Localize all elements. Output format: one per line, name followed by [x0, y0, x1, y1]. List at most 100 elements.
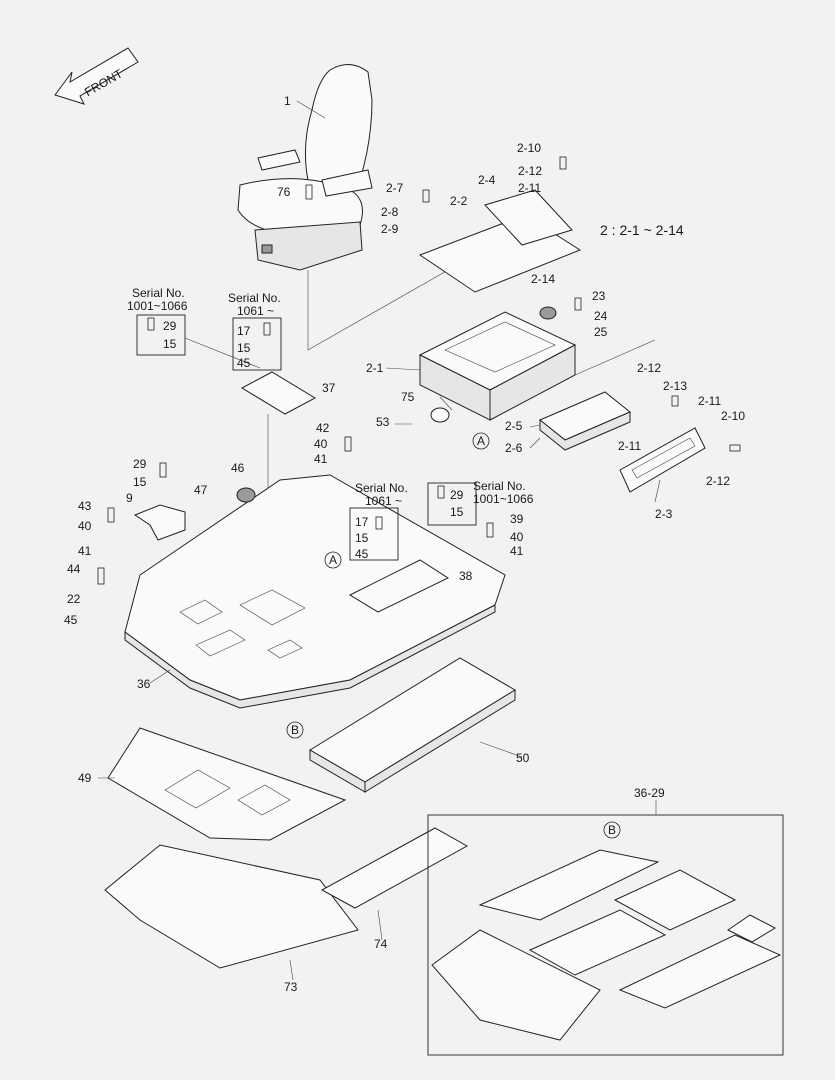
svg-text:17: 17: [237, 324, 251, 338]
detail-plates: [431, 849, 782, 1041]
label-15: 15: [133, 475, 147, 489]
plate-2-3: [619, 427, 706, 493]
label-2-10-right: 2-10: [721, 409, 745, 423]
serial-c-title: Serial No.: [355, 481, 408, 495]
label-46: 46: [231, 461, 245, 475]
label-2-12-mid: 2-12: [637, 361, 661, 375]
serial-d-range: 1001~1066: [473, 492, 534, 506]
label-40-right: 40: [510, 530, 524, 544]
mat-73: [104, 844, 359, 969]
mat-50: [309, 657, 516, 793]
knob-75: [430, 407, 450, 423]
svg-text:15: 15: [355, 531, 369, 545]
label-2-13: 2-13: [663, 379, 687, 393]
label-36-29: 36-29: [634, 786, 665, 800]
svg-text:45: 45: [355, 547, 369, 561]
part-labels: 1 76 2-7 2-8 2-9 2-2 2-4 2-10 2-12 2-11 …: [64, 94, 745, 994]
svg-text:45: 45: [237, 356, 251, 370]
label-2-10-top: 2-10: [517, 141, 541, 155]
front-arrow-icon: FRONT: [54, 47, 139, 105]
ref-circle-b-2: B: [603, 821, 621, 839]
label-75: 75: [401, 390, 415, 404]
plate-2-4: [484, 189, 573, 246]
ref-circle-b-1: B: [286, 721, 304, 739]
svg-text:A: A: [477, 434, 485, 448]
label-76: 76: [277, 185, 291, 199]
seat-stand-2-1: [418, 311, 577, 421]
svg-text:B: B: [291, 723, 299, 737]
label-2-6: 2-6: [505, 441, 523, 455]
label-2-12-right: 2-12: [706, 474, 730, 488]
label-2-8: 2-8: [381, 205, 399, 219]
serial-a-range: 1001~1066: [127, 299, 188, 313]
svg-text:29: 29: [163, 319, 177, 333]
label-2-7: 2-7: [386, 181, 404, 195]
label-42: 42: [316, 421, 330, 435]
label-1: 1: [284, 94, 291, 108]
floor-plate-36: [124, 474, 506, 709]
label-9: 9: [126, 491, 133, 505]
detail-box-36-29: [427, 814, 784, 1056]
label-2-11-low: 2-11: [618, 439, 641, 453]
label-2-9: 2-9: [381, 222, 399, 236]
mat-74: [320, 827, 469, 909]
label-2-2: 2-2: [450, 194, 468, 208]
label-23: 23: [592, 289, 606, 303]
label-73: 73: [284, 980, 298, 994]
serial-b-range: 1061 ~: [237, 304, 274, 318]
svg-text:15: 15: [237, 341, 251, 355]
label-2-14: 2-14: [531, 272, 555, 286]
plate-37: [240, 371, 317, 415]
label-74: 74: [374, 937, 388, 951]
label-2-12-top: 2-12: [518, 164, 542, 178]
label-2-3: 2-3: [655, 507, 673, 521]
label-2-11-top: 2-11: [518, 181, 541, 195]
label-2-11-right: 2-11: [698, 394, 721, 408]
bolt-icons: [97, 156, 741, 585]
seat-drawing: [237, 64, 373, 271]
serial-box-b: [232, 317, 282, 371]
serial-d-title: Serial No.: [473, 479, 526, 493]
label-41-left: 41: [78, 544, 92, 558]
label-group-2: 2 : 2-1 ~ 2-14: [600, 222, 684, 238]
serial-b-title: Serial No.: [228, 291, 281, 305]
label-24: 24: [594, 309, 608, 323]
label-22: 22: [67, 592, 81, 606]
ref-circle-a-1: A: [472, 432, 490, 450]
label-40-left: 40: [78, 519, 92, 533]
serial-c-range: 1061 ~: [365, 494, 402, 508]
label-41-right: 41: [510, 544, 524, 558]
label-50: 50: [516, 751, 530, 765]
plate-38: [348, 559, 450, 613]
label-44: 44: [67, 562, 81, 576]
label-47: 47: [194, 483, 208, 497]
svg-text:A: A: [329, 553, 337, 567]
svg-text:17: 17: [355, 515, 369, 529]
svg-text:15: 15: [450, 505, 464, 519]
label-36: 36: [137, 677, 151, 691]
label-41: 41: [314, 452, 328, 466]
label-40: 40: [314, 437, 328, 451]
label-45: 45: [64, 613, 78, 627]
mat-49: [107, 727, 347, 841]
serial-a-title: Serial No.: [132, 286, 185, 300]
label-25: 25: [594, 325, 608, 339]
label-37: 37: [322, 381, 336, 395]
ref-circle-a-2: A: [324, 551, 342, 569]
svg-text:15: 15: [163, 337, 177, 351]
svg-text:29: 29: [450, 488, 464, 502]
label-2-1: 2-1: [366, 361, 384, 375]
label-39: 39: [510, 512, 524, 526]
label-29: 29: [133, 457, 147, 471]
label-2-4: 2-4: [478, 173, 496, 187]
serial-box-c: [349, 507, 399, 561]
label-38: 38: [459, 569, 473, 583]
serial-box-d: [427, 482, 477, 526]
label-49: 49: [78, 771, 92, 785]
label-2-5: 2-5: [505, 419, 523, 433]
svg-text:B: B: [608, 823, 616, 837]
label-43: 43: [78, 499, 92, 513]
label-53: 53: [376, 415, 390, 429]
